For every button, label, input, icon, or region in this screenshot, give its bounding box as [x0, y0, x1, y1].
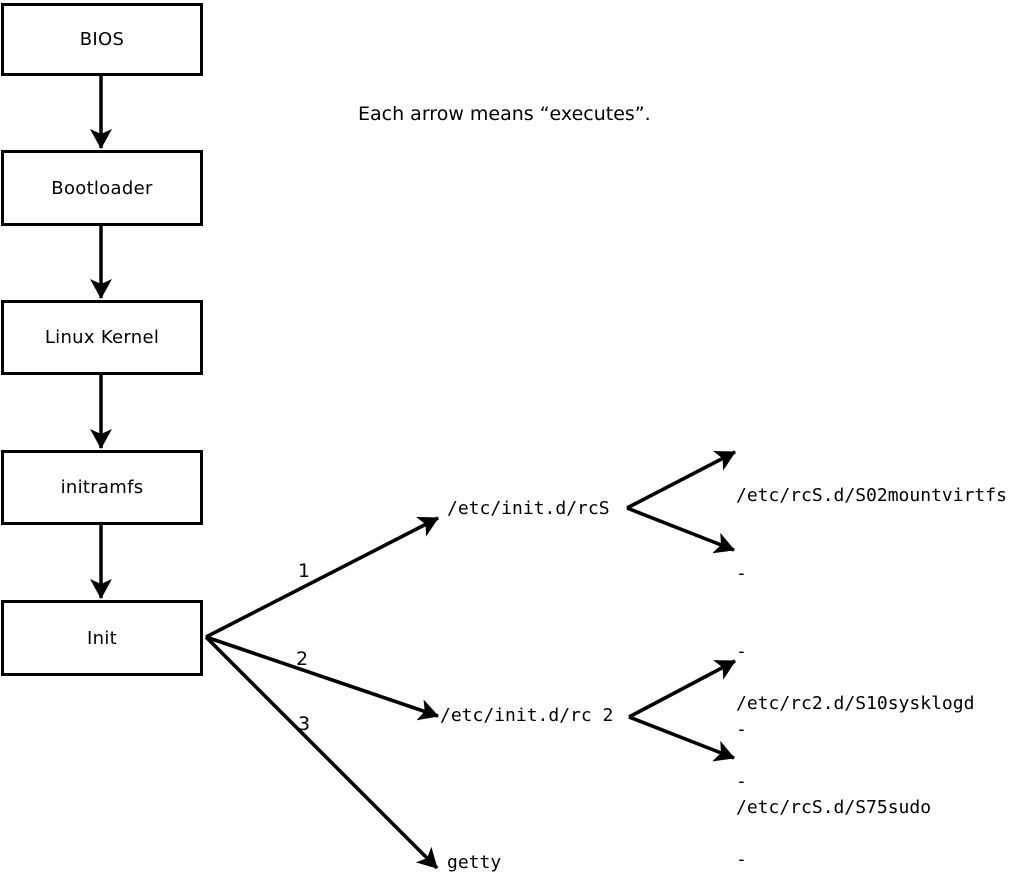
- node-getty: getty: [447, 852, 502, 873]
- arrow-rc2-to-s99gdm: [628, 715, 735, 762]
- rcs-child-s75sudo: /etc/rcS.d/S75sudo: [736, 797, 932, 818]
- arrow-label-1: 1: [298, 560, 311, 582]
- arrow-init-to-rcs: [205, 516, 439, 639]
- rcs-child-dash: -: [736, 641, 747, 662]
- arrow-label-3: 3: [298, 713, 311, 735]
- rc2-children-list: /etc/rc2.d/S10sysklogd - - - /etc/rc2.d/…: [736, 639, 974, 875]
- arrow-rcs-to-s02mountvirtfs: [626, 450, 736, 510]
- box-init: Init: [1, 600, 203, 676]
- rcs-children-list: /etc/rcS.d/S02mountvirtfs - - - /etc/rcS…: [736, 431, 1007, 873]
- rc2-child-dash: -: [736, 771, 747, 792]
- arrow-rc2-to-s10sysklogd: [628, 659, 736, 719]
- rcs-child-s02mountvirtfs: /etc/rcS.d/S02mountvirtfs: [736, 485, 1007, 506]
- node-rcs-script: /etc/init.d/rcS: [447, 498, 610, 519]
- rc2-child-s10sysklogd: /etc/rc2.d/S10sysklogd: [736, 693, 975, 714]
- arrow-init-to-rc2: [205, 635, 439, 721]
- caption: Each arrow means “executes”.: [358, 103, 651, 125]
- arrow-init-to-getty: [204, 635, 439, 870]
- arrow-label-2: 2: [296, 648, 309, 670]
- rcs-child-dash: -: [736, 563, 747, 584]
- box-linux-kernel: Linux Kernel: [1, 300, 203, 375]
- box-bootloader: Bootloader: [1, 150, 203, 226]
- node-rc2-script: /etc/init.d/rc 2: [440, 705, 614, 726]
- arrow-rcs-to-s75sudo: [626, 506, 735, 554]
- rcs-child-dash: -: [736, 719, 747, 740]
- box-bios: BIOS: [1, 3, 203, 76]
- box-initramfs: initramfs: [1, 450, 203, 525]
- rc2-child-dash: -: [736, 849, 747, 870]
